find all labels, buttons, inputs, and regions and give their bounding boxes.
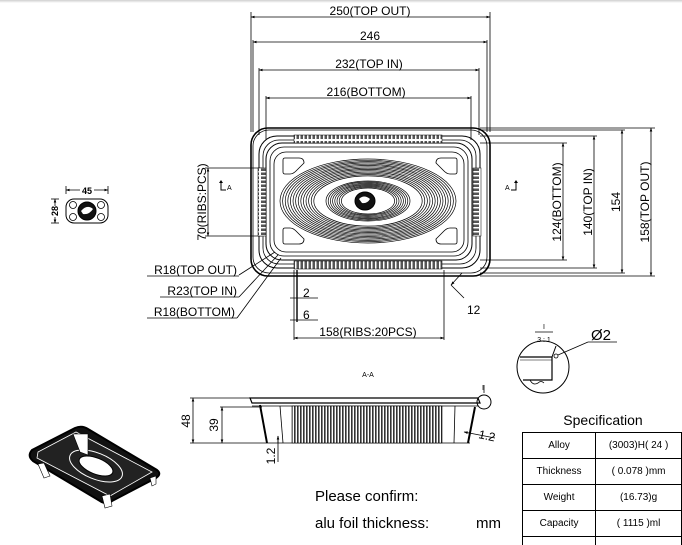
spec-value: (16.73)g <box>596 485 682 511</box>
spec-row: Weight (16.73)g <box>523 485 682 511</box>
section-marker-left-label: A <box>227 185 232 192</box>
dim-bottom-height: 124(BOTTOM) <box>550 162 564 241</box>
dim-overall-height: 154 <box>609 192 623 212</box>
section-marker-right <box>511 180 518 190</box>
dim-section-height-inner: 39 <box>207 418 221 432</box>
spec-row: Thickness ( 0.078 )mm <box>523 459 682 485</box>
spec-row-empty <box>523 537 682 545</box>
dim-bottom-width: 216(BOTTOM) <box>326 85 405 99</box>
dim-flange-6: 6 <box>303 308 310 322</box>
spec-row: Alloy (3003)H( 24 ) <box>523 433 682 459</box>
dim-radius-top-out: R18(TOP OUT) <box>154 263 237 277</box>
spec-value: ( 1115 )ml <box>596 511 682 537</box>
dim-radius-bottom: R18(BOTTOM) <box>154 305 235 319</box>
foil-thickness-unit: mm <box>476 515 501 532</box>
section-marker-left <box>219 180 226 190</box>
dim-top-in-width: 232(TOP IN) <box>335 57 403 71</box>
specification-table: Alloy (3003)H( 24 ) Thickness ( 0.078 )m… <box>522 432 682 545</box>
detail-view-scale: 3 : 1 <box>537 337 551 344</box>
spec-label: Weight <box>523 485 596 511</box>
dim-ribs-short: 70(RIBS:PCS) <box>195 163 209 240</box>
detail-callout-label: I <box>482 385 484 392</box>
confirm-heading: Please confirm: <box>315 488 418 505</box>
spec-value <box>596 537 682 545</box>
logo-width-label: 45 <box>82 186 92 196</box>
section-view <box>190 385 495 462</box>
spec-label: Capacity <box>523 511 596 537</box>
dim-flange-2: 2 <box>303 286 310 300</box>
dim-bottom-thickness: 1.2 <box>264 447 278 464</box>
section-title: A-A <box>362 372 374 379</box>
dim-ribs-long: 158(RIBS:20PCS) <box>319 325 416 339</box>
spec-label: Alloy <box>523 433 596 459</box>
isometric-tray-illustration <box>30 427 160 508</box>
foil-thickness-label: alu foil thickness: <box>315 515 429 532</box>
spec-label <box>523 537 596 545</box>
spec-label: Thickness <box>523 459 596 485</box>
logo-detail <box>51 186 108 223</box>
dim-wall-thickness: 1.2 <box>477 427 497 444</box>
specification-title: Specification <box>522 412 682 428</box>
spec-value: ( 0.078 )mm <box>596 459 682 485</box>
dim-corner-12: 12 <box>467 303 481 317</box>
dim-top-in-height: 140(TOP IN) <box>581 168 595 236</box>
logo-height-label: 28 <box>50 206 60 216</box>
dim-section-height-total: 48 <box>179 414 193 428</box>
dim-overall-width: 246 <box>360 29 380 43</box>
section-marker-right-label: A <box>505 185 510 192</box>
detail-diameter: Ø2 <box>591 327 611 344</box>
spec-value: (3003)H( 24 ) <box>596 433 682 459</box>
dim-top-out-width: 250(TOP OUT) <box>330 4 411 18</box>
detail-view-marker: I <box>543 324 545 331</box>
dim-radius-top-in: R23(TOP IN) <box>167 284 237 298</box>
spec-row: Capacity ( 1115 )ml <box>523 511 682 537</box>
dim-top-out-height: 158(TOP OUT) <box>638 162 652 243</box>
